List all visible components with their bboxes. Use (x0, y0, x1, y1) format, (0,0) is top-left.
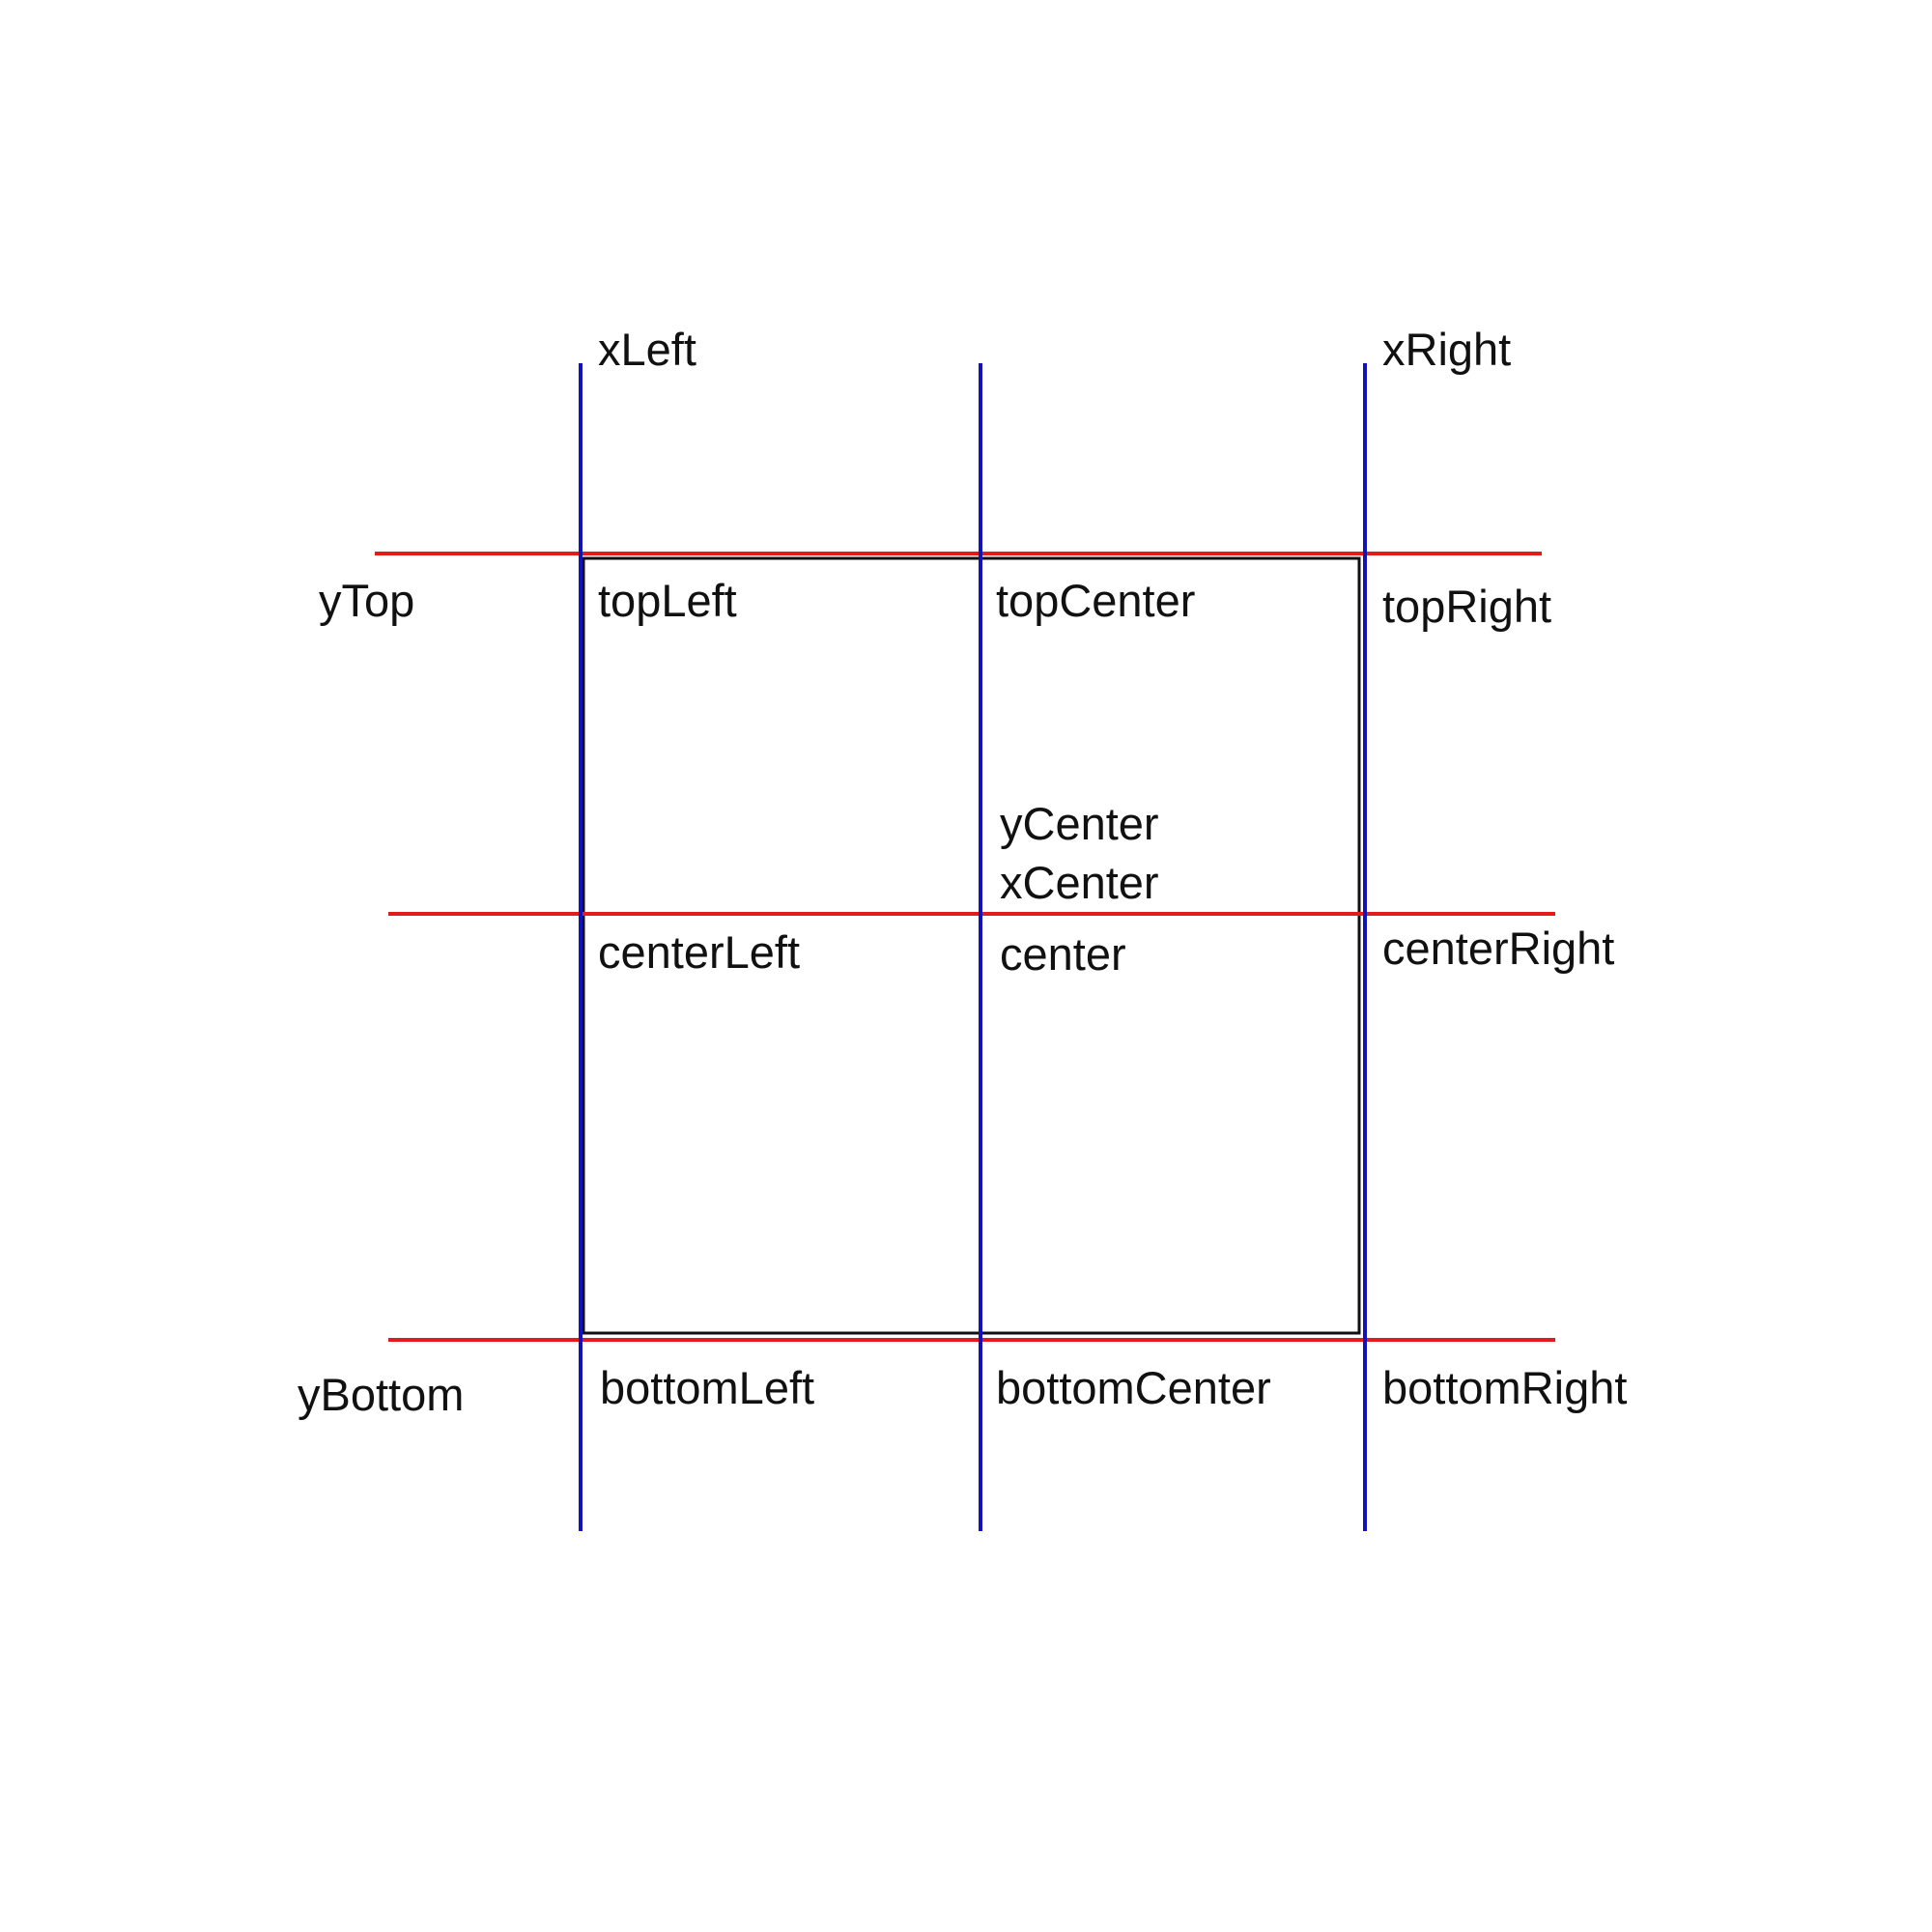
center-right-label: centerRight (1382, 923, 1615, 974)
bottom-left-label: bottomLeft (600, 1362, 815, 1413)
center-label: center (1000, 928, 1126, 980)
x-left-label: xLeft (598, 324, 696, 375)
bounding-box (582, 556, 1361, 1335)
top-center-label: topCenter (996, 575, 1196, 626)
y-bottom-label: yBottom (298, 1369, 465, 1420)
bottom-center-label: bottomCenter (996, 1362, 1271, 1413)
y-center-label: yCenter (1000, 798, 1159, 849)
x-center-label: xCenter (1000, 857, 1159, 908)
bottom-right-label: bottomRight (1382, 1362, 1628, 1413)
top-left-label: topLeft (598, 575, 737, 626)
top-right-label: topRight (1382, 581, 1552, 632)
x-right-label: xRight (1382, 324, 1512, 375)
y-top-label: yTop (319, 575, 415, 626)
center-left-label: centerLeft (598, 926, 801, 978)
